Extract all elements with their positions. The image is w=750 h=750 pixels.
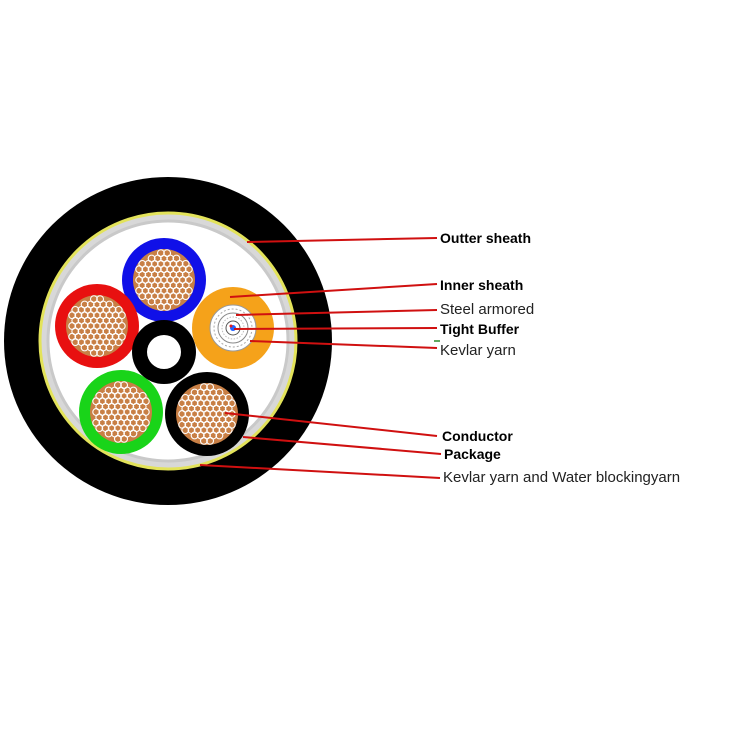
leader-outter-sheath bbox=[246, 237, 438, 243]
label-kevlar-water-blocking-yarn: Kevlar yarn and Water blockingyarn bbox=[443, 469, 681, 486]
leader-package bbox=[242, 436, 442, 455]
label-kevlar-yarn: Kevlar yarn bbox=[440, 342, 516, 359]
conductor-strand bbox=[190, 431, 199, 440]
core-blue bbox=[122, 238, 206, 322]
label-outter-sheath: Outter sheath bbox=[440, 230, 532, 246]
leader-tight-buffer bbox=[233, 327, 438, 330]
conductor-strand bbox=[163, 302, 172, 311]
label-steel-armored: Steel armored bbox=[440, 301, 535, 318]
conductor-strand bbox=[96, 348, 105, 357]
conductor-strand bbox=[181, 292, 190, 301]
center-filler bbox=[132, 320, 196, 384]
conductor-strand bbox=[199, 436, 208, 445]
conductor-strand bbox=[138, 424, 147, 433]
conductor-strand bbox=[89, 348, 98, 357]
leader-inner-sheath bbox=[229, 283, 438, 298]
leader-kevlar-water bbox=[199, 464, 441, 479]
leader-lines bbox=[199, 237, 442, 479]
conductor-strand bbox=[215, 431, 224, 440]
conductor-strand bbox=[138, 292, 147, 301]
conductor-strand bbox=[120, 434, 129, 443]
conductor-strand bbox=[172, 297, 181, 306]
conductor-strand bbox=[156, 302, 165, 311]
conductor-strand bbox=[224, 426, 233, 435]
conductor-strand bbox=[105, 343, 114, 352]
conductor-strand bbox=[147, 297, 156, 306]
label-package: Package bbox=[444, 446, 501, 462]
conductor-strand bbox=[95, 424, 104, 433]
conductor-strand bbox=[114, 338, 123, 347]
leader-kevlar-yarn bbox=[249, 340, 438, 349]
label-conductor: Conductor bbox=[442, 428, 513, 444]
label-inner-sheath: Inner sheath bbox=[440, 277, 524, 293]
conductor-strand bbox=[104, 429, 113, 438]
core-green bbox=[79, 370, 163, 454]
conductor-strand bbox=[71, 338, 80, 347]
core-black bbox=[165, 372, 249, 456]
leader-conductor bbox=[224, 412, 438, 437]
core-red bbox=[55, 284, 139, 368]
conductor-strand bbox=[129, 429, 138, 438]
conductor-strand bbox=[206, 436, 215, 445]
leader-steel-armored bbox=[235, 309, 438, 316]
conductor-strand bbox=[181, 426, 190, 435]
conductor-strand bbox=[80, 343, 89, 352]
conductor-strand bbox=[113, 434, 122, 443]
label-tight-buffer: Tight Buffer bbox=[440, 321, 520, 337]
